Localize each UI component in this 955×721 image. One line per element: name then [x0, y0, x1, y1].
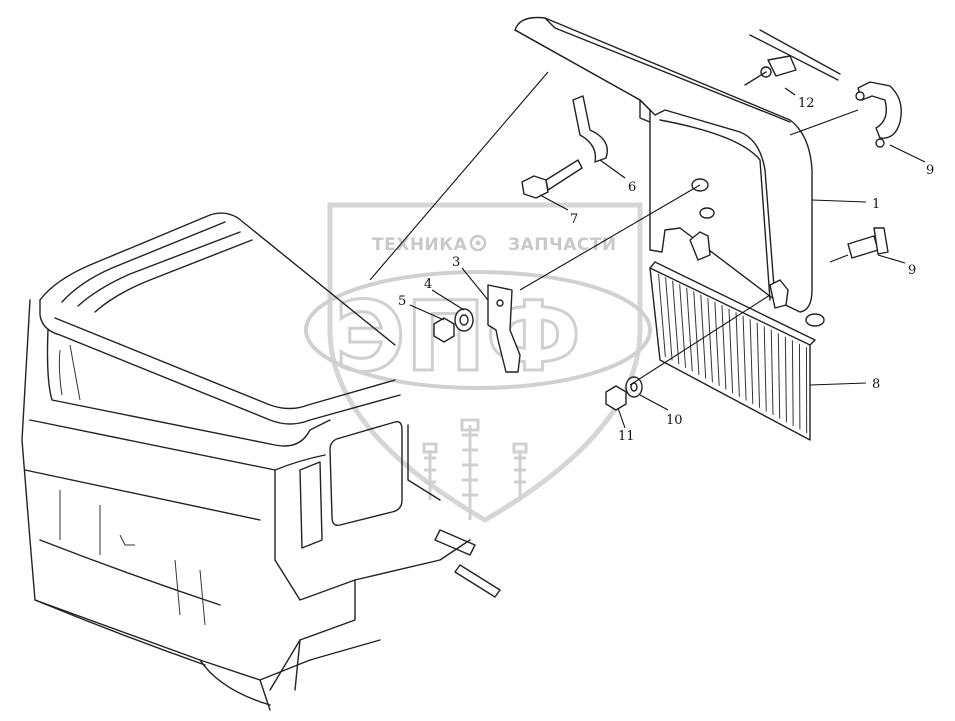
- watermark-shield: [327, 202, 643, 523]
- grille-rib: [665, 277, 673, 361]
- grille-rib: [784, 336, 787, 423]
- watermark-left-text: ТЕХНИКА: [372, 235, 468, 255]
- grille-rib: [728, 308, 734, 394]
- grille-rib: [672, 280, 680, 365]
- part-7-bolt: [521, 159, 583, 199]
- part-9-bracket-upper: [855, 81, 902, 148]
- grille-rib: [714, 301, 720, 386]
- grille-rib: [735, 312, 740, 397]
- part-8-grille: [649, 261, 816, 441]
- gear-icon: [469, 234, 487, 252]
- callouts: 1 3 4 5 6 7 8 9 9 10 11 12: [398, 96, 934, 444]
- part-10-washer: [625, 376, 643, 398]
- watermark-right-text: ЗАПЧАСТИ: [508, 235, 617, 255]
- grille-rib: [707, 298, 713, 383]
- part-6-clamp: [572, 95, 608, 163]
- callout-12: 12: [798, 96, 815, 111]
- wheat-icon: [422, 418, 528, 520]
- callout-6: 6: [628, 180, 636, 195]
- part-4-washer: [454, 308, 474, 332]
- grille-rib: [658, 273, 666, 357]
- watermark-big-text: ЭПФ: [335, 281, 581, 393]
- grille-rib: [756, 322, 761, 408]
- callout-8: 8: [872, 377, 880, 392]
- grille-rib: [679, 284, 687, 368]
- part-12-lamp: [744, 29, 841, 86]
- grille-rib: [749, 319, 754, 405]
- grille-rib: [700, 294, 707, 379]
- part-9-bolt-lower: [847, 227, 889, 259]
- watermark-ellipse: [304, 270, 652, 390]
- grille-rib: [763, 326, 767, 412]
- callout-5: 5: [398, 294, 406, 309]
- grille-rib: [693, 291, 700, 376]
- callout-11: 11: [618, 429, 635, 444]
- watermark: ТЕХНИКА ЗАПЧАСТИ ЭПФ: [304, 202, 652, 523]
- grille-rib: [742, 315, 747, 401]
- part-1-air-deflector: [514, 16, 825, 327]
- grille-rib: [686, 287, 693, 372]
- part-5-nut: [433, 317, 455, 343]
- callout-9-lower: 9: [908, 263, 916, 278]
- callout-4: 4: [424, 277, 432, 292]
- part-3-bracket: [487, 284, 521, 373]
- callout-10: 10: [666, 413, 683, 428]
- callout-9-upper: 9: [926, 163, 934, 178]
- callout-1: 1: [872, 197, 880, 212]
- callout-3: 3: [452, 255, 460, 270]
- grille-rib: [721, 305, 727, 390]
- grille-rib: [770, 329, 774, 416]
- truck-cab: [21, 212, 501, 711]
- callout-7: 7: [570, 212, 578, 227]
- grille-rib: [791, 340, 794, 426]
- part-11-nut: [605, 385, 627, 411]
- grille-rib: [777, 333, 781, 419]
- leader-lines: [369, 71, 926, 429]
